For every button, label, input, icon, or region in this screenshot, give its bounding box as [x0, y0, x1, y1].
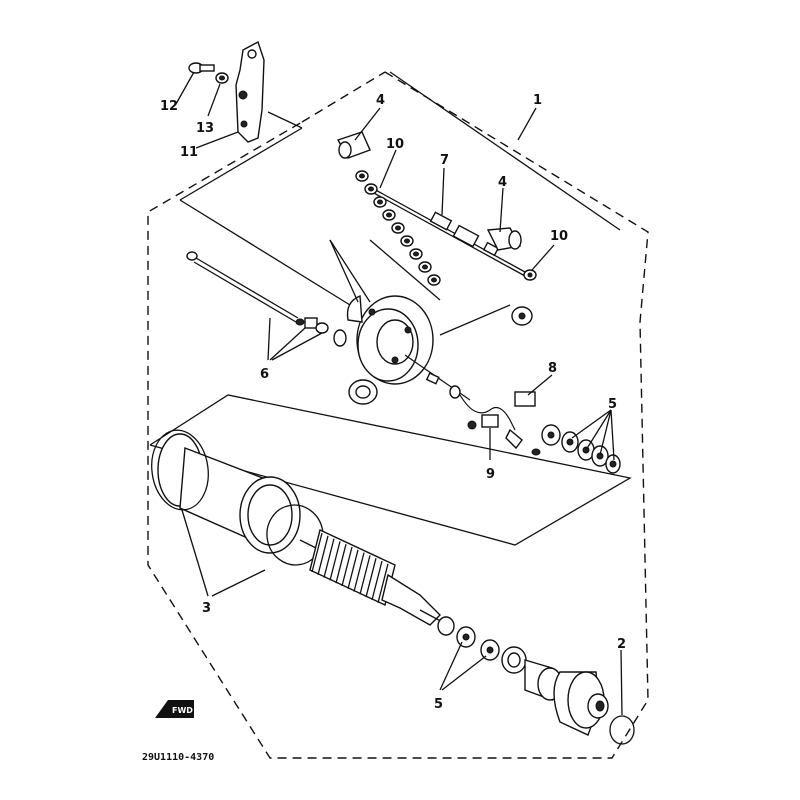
callout-13: 13 [196, 121, 214, 136]
armature-segment [353, 552, 365, 592]
callout-6: 6 [260, 367, 269, 382]
assembly-boundary [147, 71, 649, 759]
brush-holder-right [486, 227, 522, 251]
armature-segment [335, 544, 347, 584]
stack-washer [382, 209, 396, 221]
armature-segment [371, 560, 383, 601]
front-cover [553, 671, 609, 736]
cover-bearing [348, 379, 378, 405]
cover-bushing [333, 329, 347, 347]
front-o-ring [609, 715, 635, 745]
rear-bushing [511, 306, 533, 326]
front-bearing [501, 646, 527, 674]
callout-4a: 4 [376, 93, 385, 108]
yoke-o-rings [151, 429, 324, 566]
bracket-boundary [179, 111, 303, 201]
callout-11: 11 [180, 145, 198, 160]
right-washer [541, 424, 561, 446]
stack-washer [400, 235, 414, 247]
bracket-washer [215, 72, 229, 84]
brush-group-lines [179, 71, 621, 306]
callout-8: 8 [548, 361, 557, 376]
armature-segment [317, 535, 329, 575]
callout-10a: 10 [386, 137, 404, 152]
armature-segment [359, 555, 371, 595]
brush-rod-assembly [371, 187, 526, 277]
armature-segment [341, 546, 353, 587]
armature [299, 529, 449, 626]
brush-holder-top [336, 131, 371, 159]
armature-segment [311, 532, 323, 573]
stack-washer [418, 261, 432, 273]
brush-spring [481, 414, 541, 456]
stack-washer [373, 196, 387, 208]
lead-wire-assembly [404, 354, 523, 450]
stack-washer [364, 183, 378, 195]
right-washer [605, 454, 621, 474]
mounting-bracket [235, 40, 265, 143]
callout-3: 3 [202, 601, 211, 616]
callout-5a: 5 [608, 397, 617, 412]
right-washer [591, 445, 609, 467]
callout-7: 7 [440, 153, 449, 168]
nut-right [523, 269, 537, 281]
yoke-housing [157, 433, 301, 554]
forward-mark: FWD [155, 700, 194, 718]
stack-washer [409, 248, 423, 260]
stack-washer [391, 222, 405, 234]
callout-1: 1 [533, 93, 542, 108]
callout-10b: 10 [550, 229, 568, 244]
armature-segment [365, 558, 377, 598]
brush-block [514, 391, 536, 407]
needle-bearing [524, 659, 563, 702]
armature-segment [347, 549, 359, 589]
washers-bottom [437, 616, 500, 661]
callout-4b: 4 [498, 175, 507, 190]
drawing-code: 29U1110-4370 [142, 752, 214, 763]
forward-mark-label: FWD [172, 706, 193, 715]
callouts: 1 2 3 4 4 5 5 6 7 8 9 10 10 11 12 13 [160, 93, 626, 712]
armature-segment [377, 563, 389, 603]
armature-segment [329, 541, 341, 581]
stack-washer [427, 274, 441, 286]
callout-9: 9 [486, 467, 495, 482]
bolt-nuts [304, 317, 329, 334]
washer-stack [355, 170, 441, 286]
internals-box [149, 394, 632, 546]
stack-washer [355, 170, 369, 182]
through-bolt [186, 251, 305, 326]
callout-12: 12 [160, 99, 178, 114]
callout-5b: 5 [434, 697, 443, 712]
end-cover [346, 294, 434, 385]
bracket-bolt [188, 62, 215, 74]
leader-lines [175, 71, 623, 716]
callout-2: 2 [617, 637, 626, 652]
armature-segment [323, 538, 335, 578]
